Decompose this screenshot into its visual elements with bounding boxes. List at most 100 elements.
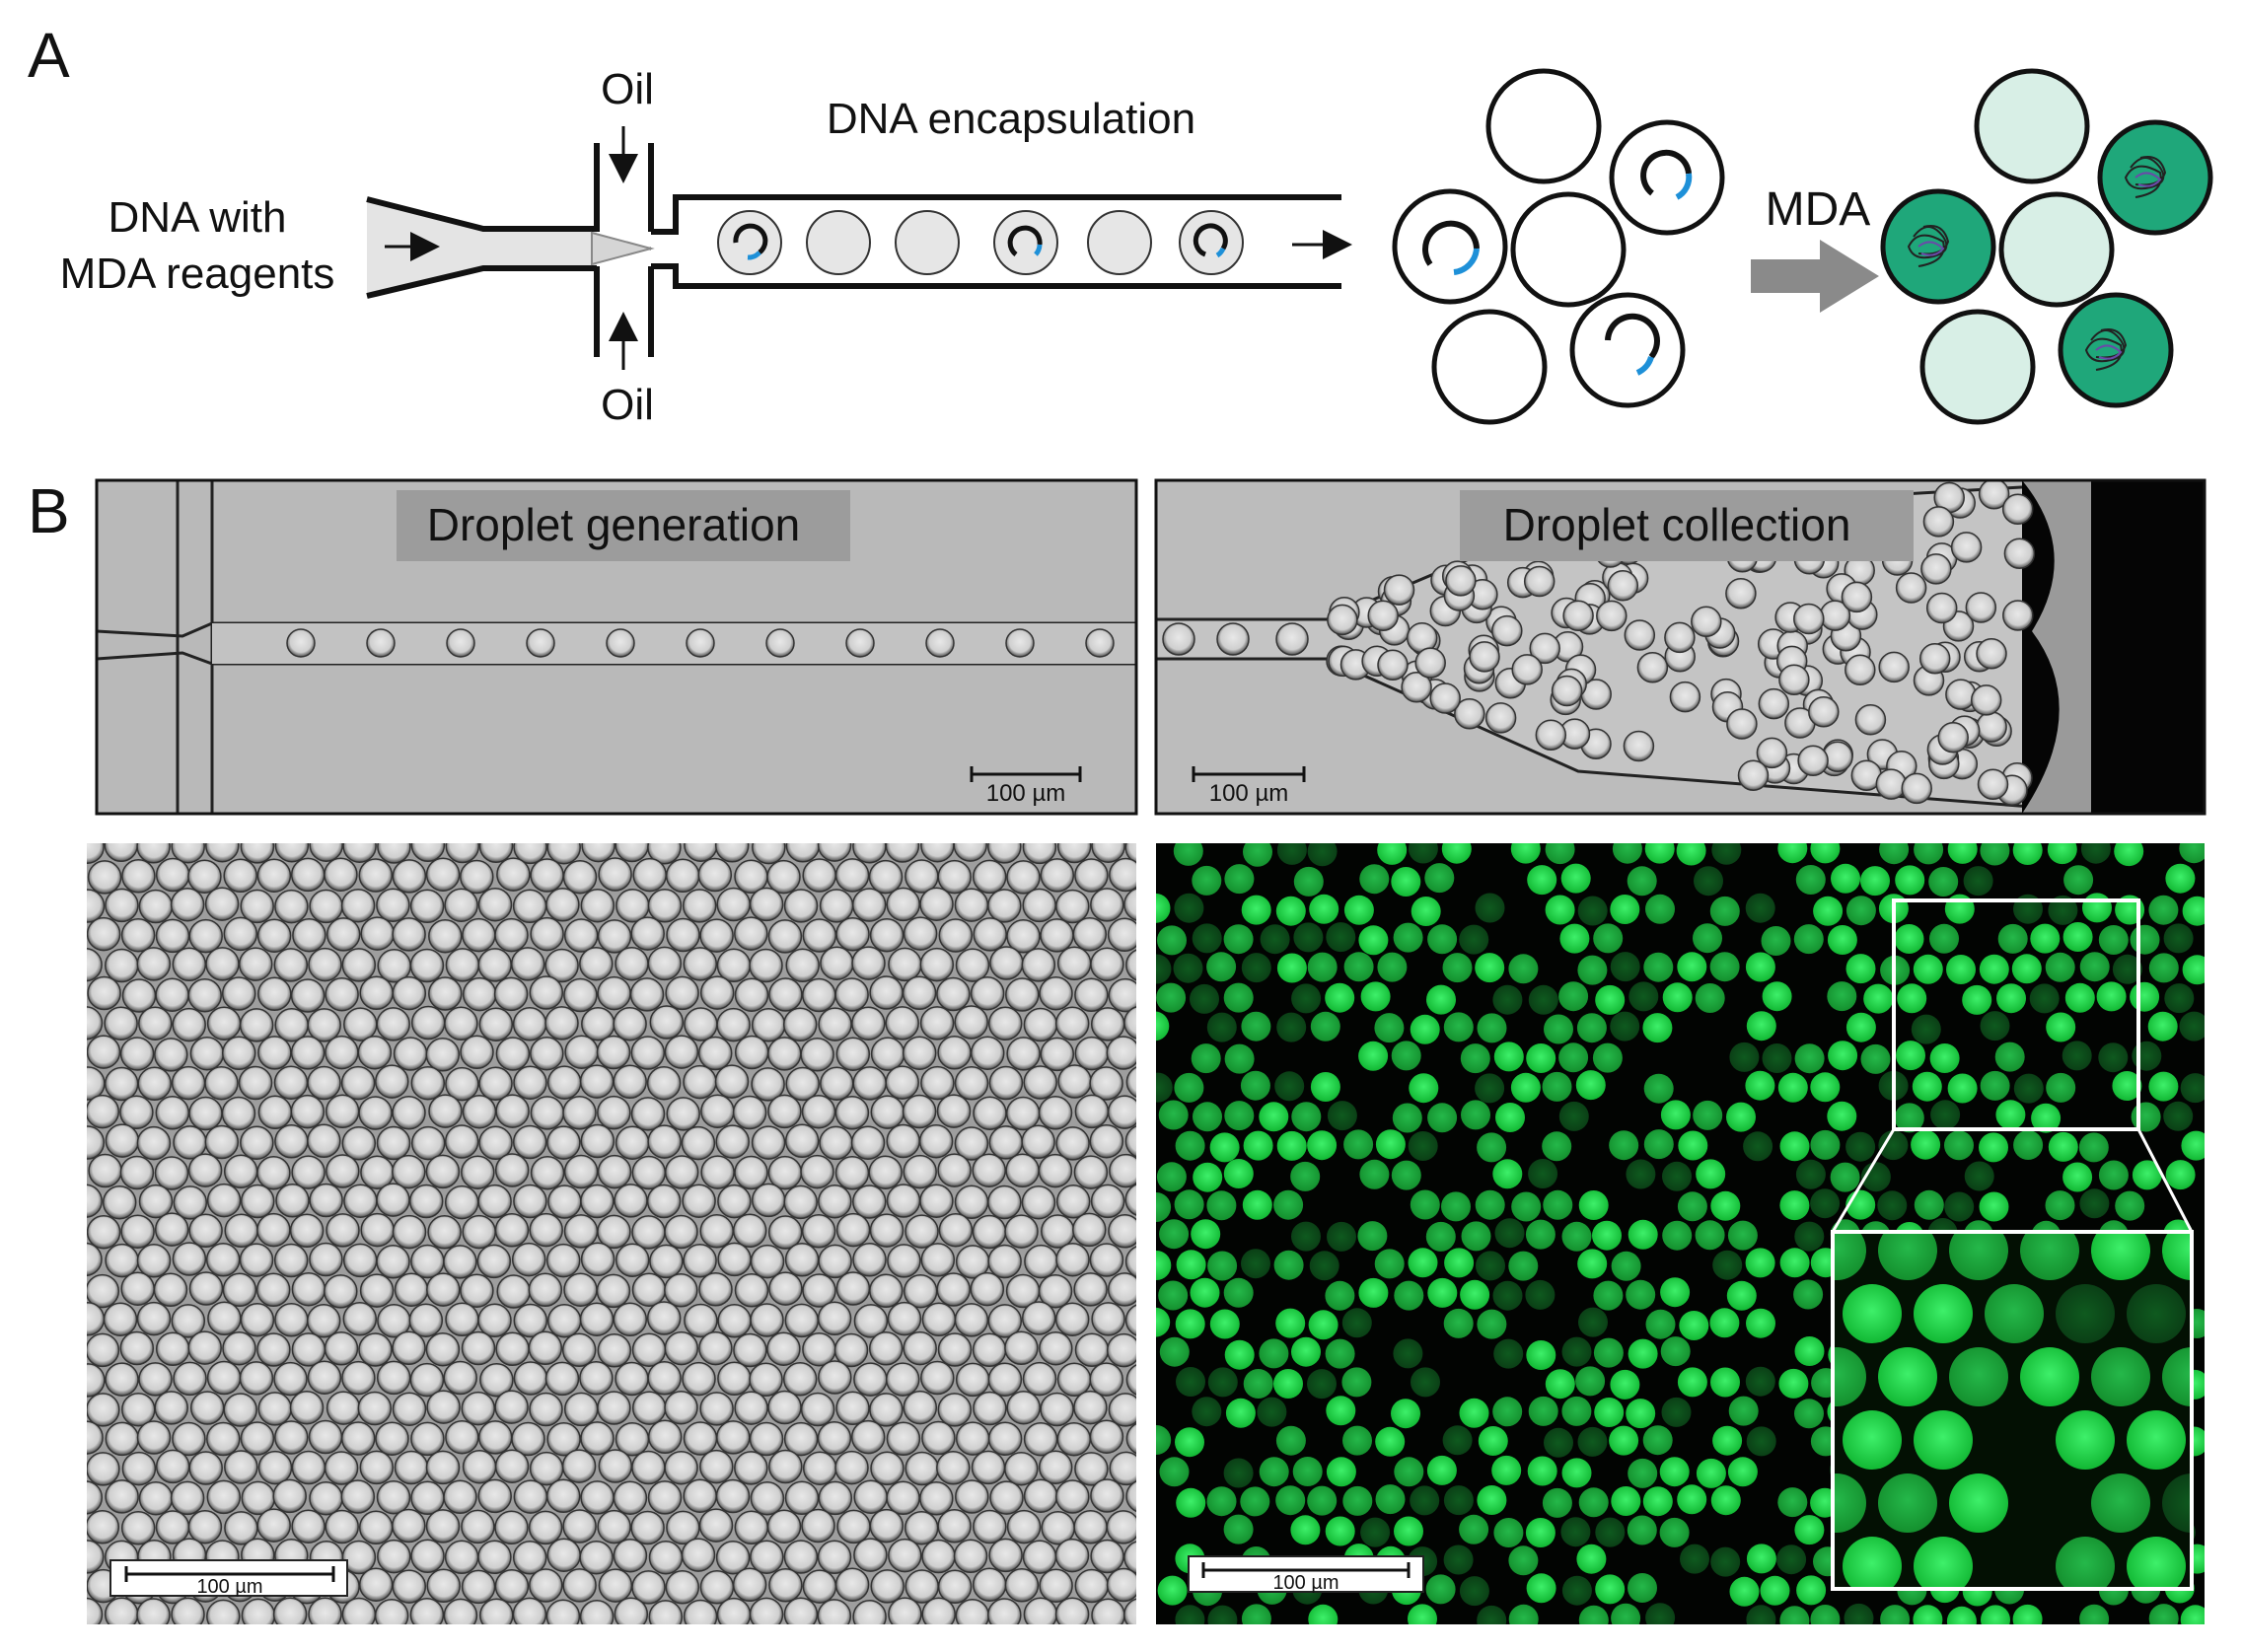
droplet (580, 1123, 615, 1159)
droplet (1073, 1629, 1106, 1652)
droplet (239, 1361, 274, 1396)
droplet (1426, 1455, 1457, 1485)
droplet (684, 1303, 718, 1338)
droplet (1475, 893, 1505, 923)
droplet (1561, 1336, 1592, 1367)
droplet (443, 1479, 477, 1515)
droplet (734, 1155, 768, 1190)
droplet (1174, 1072, 1204, 1103)
droplet (1560, 1634, 1590, 1652)
droplet (1159, 1457, 1190, 1487)
droplet (477, 1478, 512, 1514)
droplet (904, 1451, 939, 1486)
droplet (767, 1094, 802, 1129)
droplet (1391, 1633, 1420, 1652)
droplet (869, 975, 904, 1010)
droplet (972, 1153, 1006, 1187)
droplet (1006, 1390, 1041, 1425)
droplet (360, 1630, 393, 1652)
droplet (784, 1303, 820, 1338)
droplet (155, 857, 190, 893)
droplet (1123, 1006, 1136, 1040)
droplet (121, 978, 157, 1013)
droplet (1125, 1364, 1136, 1396)
droplet (1056, 946, 1092, 981)
droplet (1796, 1575, 1827, 1606)
droplet (850, 1125, 886, 1160)
droplet (631, 1391, 667, 1425)
droplet (206, 1421, 241, 1457)
droplet (613, 1302, 648, 1337)
droplet (1106, 1510, 1136, 1544)
droplet (598, 1449, 633, 1483)
droplet (885, 843, 920, 863)
droplet (1794, 1043, 1825, 1074)
droplet (1577, 1426, 1608, 1457)
droplet (1006, 860, 1041, 895)
droplet (903, 1330, 937, 1366)
droplet (1055, 1479, 1090, 1514)
droplet (972, 1214, 1007, 1250)
droplet (239, 1243, 274, 1277)
droplet (120, 1214, 155, 1249)
droplet (2127, 1284, 2186, 1343)
droplet (783, 1597, 819, 1624)
droplet (1460, 1279, 1490, 1310)
droplet (1259, 1338, 1289, 1369)
droplet (817, 1301, 852, 1336)
droplet (408, 1184, 444, 1219)
droplet (1343, 952, 1374, 982)
droplet (306, 1304, 341, 1338)
droplet (1358, 925, 1389, 956)
droplet (1762, 981, 1792, 1012)
droplet (87, 1006, 104, 1041)
droplet (749, 948, 783, 983)
droplet (1709, 952, 1740, 982)
droplet (1343, 895, 1374, 925)
droplet (1592, 1042, 1623, 1073)
droplet (1275, 1308, 1306, 1338)
droplet (1408, 1131, 1438, 1161)
droplet (1920, 553, 1952, 585)
droplet (428, 976, 463, 1011)
droplet (342, 843, 377, 863)
droplet (699, 918, 734, 953)
droplet (1762, 1043, 1792, 1073)
droplet (105, 1479, 139, 1514)
droplet (1746, 1308, 1775, 1338)
droplet (1224, 864, 1255, 895)
droplet (104, 1006, 138, 1041)
droplet (1645, 894, 1675, 924)
droplet (699, 1449, 734, 1484)
droplet (493, 976, 529, 1012)
droplet (1443, 1308, 1474, 1338)
droplet (1290, 1161, 1321, 1191)
droplet (648, 1600, 684, 1624)
droplet (291, 1155, 326, 1189)
droplet (325, 1509, 359, 1544)
droplet (783, 1185, 818, 1220)
droplet (1157, 925, 1187, 956)
droplet (615, 843, 649, 863)
brightfield-image (87, 843, 1136, 1652)
droplet (2091, 1347, 2150, 1406)
droplet (869, 1213, 904, 1248)
droplet (172, 1421, 206, 1457)
droplet (936, 1094, 972, 1128)
droplet (1475, 953, 1505, 983)
droplet (544, 1361, 580, 1397)
droplet (1091, 843, 1125, 863)
droplet (307, 1360, 342, 1395)
droplet (1860, 1043, 1891, 1074)
droplet (1243, 1130, 1273, 1161)
droplet (1207, 1367, 1238, 1398)
droplet (343, 1184, 378, 1218)
droplet (88, 1153, 122, 1188)
droplet (173, 1361, 207, 1397)
droplet (309, 843, 343, 862)
droplet (409, 948, 445, 983)
channel-droplets (717, 210, 1352, 275)
droplet (1156, 1307, 1171, 1337)
droplet (1510, 843, 1541, 864)
droplet (1911, 1014, 1941, 1044)
